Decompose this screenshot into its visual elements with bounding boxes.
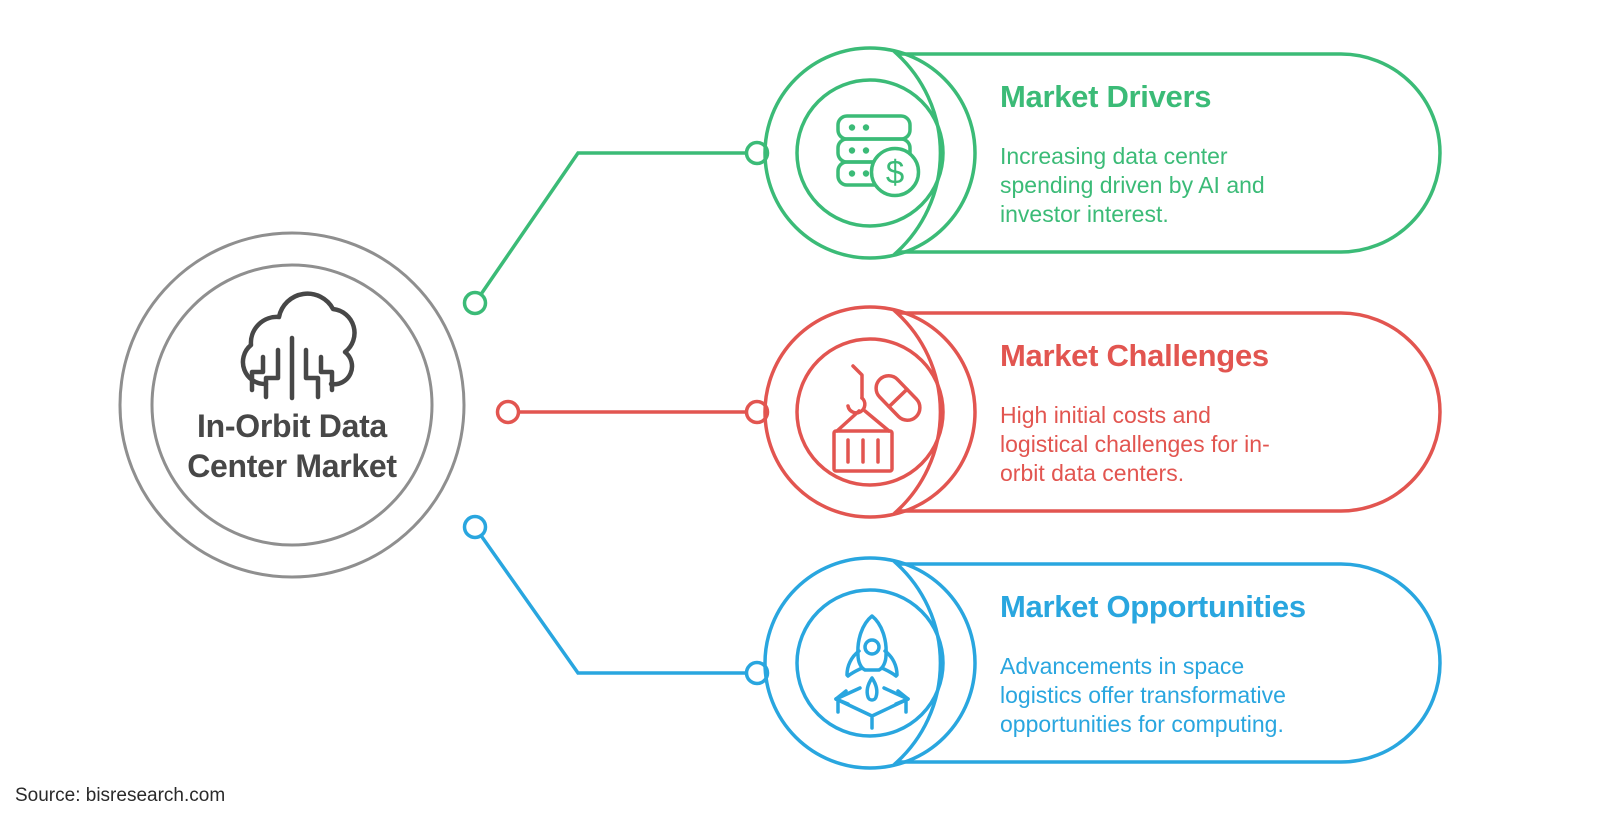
branch-description-line: logistics offer transformative	[1000, 682, 1286, 708]
connector-dot	[495, 399, 521, 425]
rocket-body	[856, 614, 888, 672]
platform-arrow-right	[894, 689, 910, 706]
branch-pill	[892, 311, 1442, 513]
server-leds	[848, 124, 870, 177]
dollar-coin-circle	[869, 146, 921, 198]
capsule-shape	[874, 374, 922, 422]
branch-heading: Market Drivers	[1000, 79, 1211, 114]
central-inner-circle	[150, 263, 434, 547]
connector-dot	[462, 290, 488, 316]
rocket-fin-right	[880, 649, 899, 678]
crane-container-icon	[832, 364, 922, 473]
branch-inner-circle	[795, 337, 945, 487]
connector-dot	[462, 514, 488, 540]
sling-lines	[835, 409, 891, 433]
branch-description-line: Advancements in space	[1000, 653, 1244, 679]
server-row	[836, 114, 912, 141]
branch-description-line: Increasing data center	[1000, 143, 1228, 169]
branch-outer-ring	[763, 46, 977, 260]
branch-market-challenges: Market Challenges High initial costs and…	[763, 305, 1442, 519]
branch-description-line: spending driven by AI and	[1000, 172, 1265, 198]
branch-market-drivers: $ Market Drivers Increasing data center …	[763, 46, 1442, 260]
branch-outer-ring	[763, 556, 977, 770]
rocket-flame	[865, 676, 879, 702]
rocket-launch-icon	[834, 614, 910, 730]
branch-description-line: opportunities for computing.	[1000, 711, 1284, 737]
branch-heading: Market Challenges	[1000, 338, 1269, 373]
connector-market-opportunities	[462, 514, 770, 686]
crane-cable	[851, 364, 864, 400]
circuit-line-outer-left	[249, 354, 266, 393]
connector-line	[473, 151, 757, 304]
platform-legs	[836, 699, 908, 730]
branch-description-line: investor interest.	[1000, 201, 1169, 227]
connector-dot	[744, 140, 770, 166]
branch-market-opportunities: Market Opportunities Advancements in spa…	[763, 556, 1442, 770]
container-box	[832, 429, 894, 473]
connector-dot	[744, 399, 770, 425]
connector-market-drivers	[462, 140, 770, 316]
container-ribs	[846, 438, 880, 464]
cloud-computing-icon	[240, 291, 357, 401]
branch-inner-circle	[795, 78, 945, 228]
branch-outer-ring	[763, 305, 977, 519]
branch-description-line: logistical challenges for in-	[1000, 431, 1270, 457]
connector-dot	[744, 660, 770, 686]
rocket-window	[863, 638, 881, 656]
rocket-fin-left	[845, 649, 864, 678]
circuit-line-outer-right	[318, 354, 335, 393]
platform-arrow-left	[834, 689, 850, 706]
dollar-symbol: $	[886, 154, 904, 191]
branch-description-line: High initial costs and	[1000, 402, 1211, 428]
crane-hook	[846, 396, 867, 415]
branch-inner-circle	[795, 588, 945, 738]
circuit-line-inner-left	[263, 347, 281, 400]
connector-line	[473, 525, 757, 675]
branch-heading: Market Opportunities	[1000, 589, 1306, 624]
central-title-line-1: In-Orbit Data	[197, 408, 387, 444]
server-dollar-icon: $	[836, 114, 921, 198]
circuit-line-inner-right	[303, 347, 321, 400]
central-title-line-2: Center Market	[187, 448, 397, 484]
cloud-outline	[240, 291, 357, 387]
central-outer-circle	[118, 231, 466, 579]
source-note: Source: bisresearch.com	[15, 785, 225, 806]
central-node	[118, 231, 466, 579]
branch-pill	[892, 562, 1442, 764]
branch-pill	[892, 52, 1442, 254]
branch-description-line: orbit data centers.	[1000, 460, 1184, 486]
connector-market-challenges	[495, 399, 770, 425]
